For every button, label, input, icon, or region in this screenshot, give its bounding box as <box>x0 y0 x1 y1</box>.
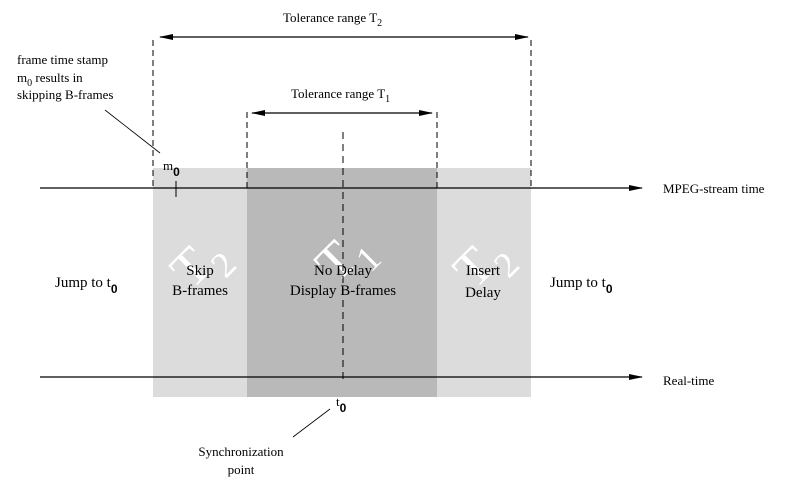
t0-label: t0 <box>336 394 347 415</box>
real-time-axis-label: Real-time <box>663 373 714 388</box>
m0-annotation-line3: skipping B-frames <box>17 87 113 102</box>
mpeg-stream-axis-label: MPEG-stream time <box>663 181 765 196</box>
m0-label: m0 <box>163 158 180 179</box>
m0-leader-line <box>104 109 161 154</box>
tolerance-t1-label: Tolerance range T1 <box>291 86 390 105</box>
insert-delay-label-line1: Insert <box>466 263 501 279</box>
sync-point-label-line1: Synchronization <box>198 444 284 459</box>
sync-point-label-line2: point <box>228 462 255 477</box>
left-jump-label: Jump to t0 <box>55 275 118 296</box>
insert-delay-label-line2: Delay <box>465 285 501 301</box>
m0-annotation-line1: frame time stamp <box>17 52 108 67</box>
skip-label-line2: B-frames <box>172 283 228 299</box>
m0-annotation-line2: m0 results in <box>17 70 83 89</box>
skip-label-line1: Skip <box>186 263 214 279</box>
right-jump-label: Jump to t0 <box>550 275 613 296</box>
zone-t2-right <box>437 168 531 397</box>
zone-t2-left <box>153 168 247 397</box>
no-delay-label-line1: No Delay <box>314 263 372 279</box>
sync-point-leader-line <box>292 408 331 438</box>
no-delay-label-line2: Display B-frames <box>290 283 396 299</box>
tolerance-t2-label: Tolerance range T2 <box>283 10 382 29</box>
zone-t1-center <box>247 168 437 397</box>
